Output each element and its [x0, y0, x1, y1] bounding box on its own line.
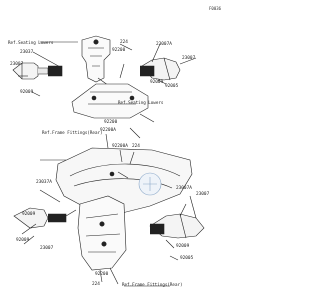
ref-seating-lowers-mid: Ref.Seating Lowers	[118, 100, 164, 105]
part-23037-top: 23037	[20, 50, 34, 55]
part-92009-low-left: 92009	[22, 212, 36, 217]
parts-diagram	[12, 35, 205, 287]
part-23007-low-left: 23007	[40, 246, 54, 251]
part-92005-low: 92005	[180, 256, 194, 261]
part-92200-low: 92200	[95, 272, 109, 277]
ref-seating-lowers-top: Ref.Seating Lowers	[8, 40, 54, 45]
turn-signal-front-left	[12, 62, 63, 80]
bracket-top	[81, 35, 111, 83]
part-23037a-mid: 23037A	[36, 180, 52, 185]
part-224-top: 224	[120, 40, 128, 45]
part-92200-top: 92200	[112, 48, 126, 53]
part-23007a-low-right: 23007A	[176, 186, 192, 191]
part-92200a-mid: 92200A	[100, 128, 116, 133]
part-23007a-top-right: 23007A	[156, 42, 172, 47]
ref-frame-fittings-rear-top: Ref.Frame Fittings(Rear)	[42, 130, 103, 135]
turn-signal-rear-right	[149, 213, 205, 239]
part-92200a-center: 92200A	[112, 144, 128, 149]
turn-signal-rear-left	[13, 207, 77, 229]
part-92005-top: 92005	[165, 84, 179, 89]
ref-frame-fittings-rear-bottom: Ref.Frame Fittings(Rear)	[122, 282, 183, 287]
part-23007-top-right: 23007	[182, 56, 196, 61]
part-23007-top-left: 23007	[10, 62, 24, 67]
rear-fender	[55, 147, 193, 215]
turn-signal-front-right	[140, 57, 181, 81]
part-224-low: 224	[92, 282, 100, 287]
part-224-mid: 224	[132, 144, 140, 149]
bracket-middle	[71, 83, 149, 119]
diagram-code: F0036	[209, 6, 222, 11]
part-92009-top-right: 92009	[150, 80, 164, 85]
part-92009-low-right: 92009	[176, 244, 190, 249]
part-92200-mid: 92200	[104, 120, 118, 125]
part-92009-bottom-left: 92009	[16, 238, 30, 243]
part-92009-top-left: 92009	[20, 90, 34, 95]
license-bracket	[77, 195, 127, 271]
part-23007-low-right: 23007	[196, 192, 210, 197]
